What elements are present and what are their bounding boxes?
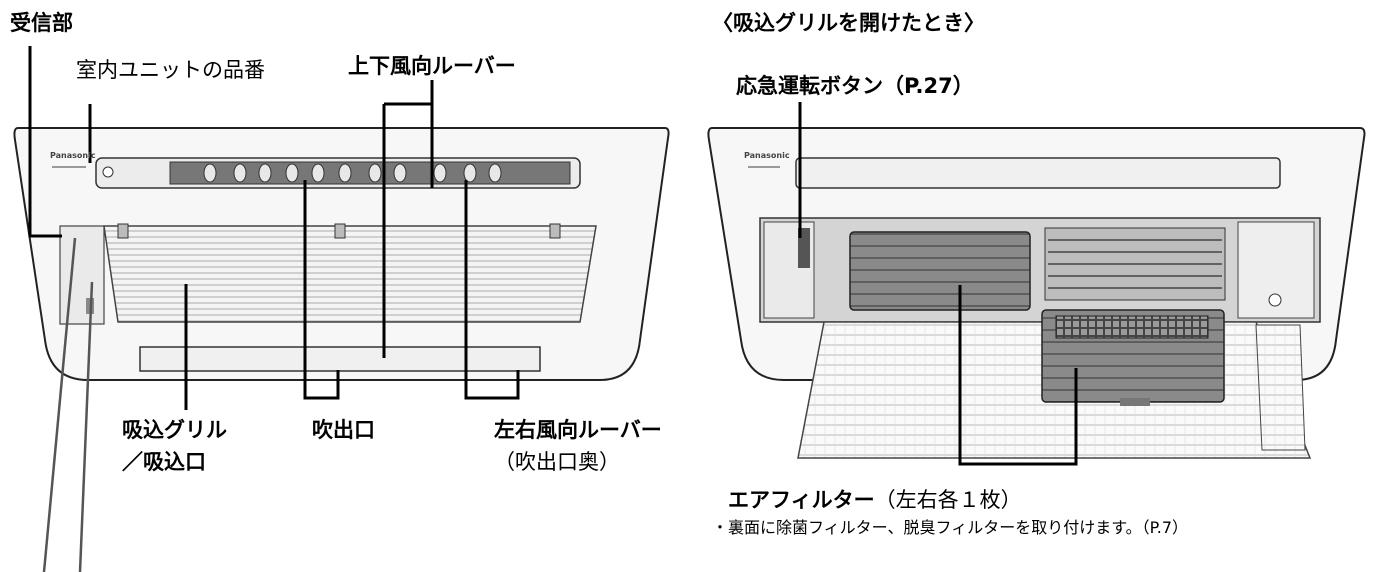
model-number-label: 室内ユニットの品番 <box>76 58 265 82</box>
outlet-label: 吹出口 <box>312 418 375 442</box>
horizontal-louver-note: （吹出口奥） <box>494 450 620 474</box>
opened-grille-title: 〈吸込グリルを開けたとき〉 <box>712 11 985 35</box>
receiver-label: 受信部 <box>10 11 73 35</box>
horizontal-louver-label: 左右風向ルーバー <box>494 418 662 442</box>
left-bottom-outlet <box>139 346 541 372</box>
intake-grille-label: 吸込グリル <box>122 418 227 442</box>
receiver-strip <box>59 225 105 325</box>
left-air-filter <box>849 231 1031 311</box>
air-filter-label: エアフィルター（左右各１枚） <box>728 488 1022 512</box>
air-filter-note: ・裏面に除菌フィルター、脱臭フィルターを取り付けます。（P.7） <box>712 518 1189 537</box>
right-brand-logo: Panasonic <box>744 151 790 160</box>
right-unit-panel <box>707 127 1366 459</box>
emergency-button-label: 応急運転ボタン（P.27） <box>736 74 974 98</box>
leader-lines-right <box>798 102 1078 466</box>
vertical-louver-label: 上下風向ルーバー <box>348 54 516 78</box>
intake-opening-label: ／吸込口 <box>122 450 206 474</box>
leader-lines-left <box>28 46 520 572</box>
left-unit-panel <box>13 127 670 381</box>
left-brand-logo: Panasonic <box>50 151 96 160</box>
deodorizing-filter <box>1055 315 1209 339</box>
left-intake-grille <box>103 225 597 323</box>
